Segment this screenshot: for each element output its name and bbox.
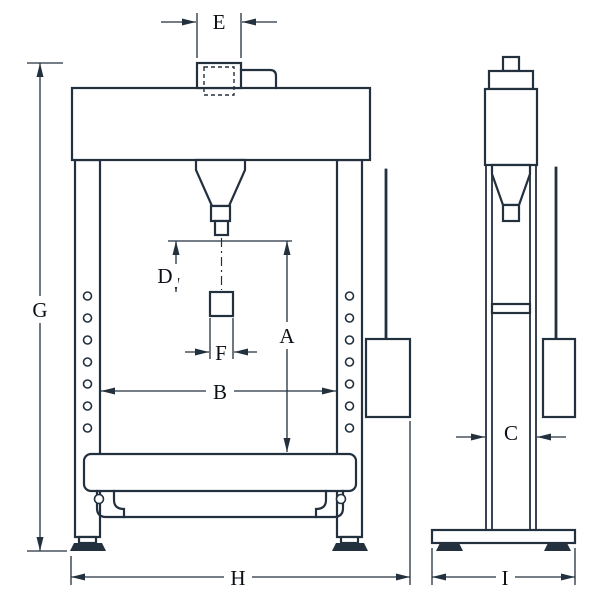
side-cylinder-knob <box>501 55 521 73</box>
dim-label-c: C <box>504 421 518 445</box>
cylinder-hose <box>239 68 278 90</box>
top-beam <box>70 86 372 162</box>
dimension-c: C <box>456 421 566 445</box>
side-base <box>430 528 577 545</box>
front-view <box>70 61 412 551</box>
pump-unit <box>364 337 412 419</box>
dim-label-e: E <box>213 10 226 34</box>
dimension-f: F <box>185 318 257 365</box>
dimension-i: I <box>431 548 576 591</box>
dimension-h: H <box>70 421 411 591</box>
right-column-holes <box>344 291 355 433</box>
side-ram-tip <box>501 203 521 223</box>
dim-label-g: G <box>32 298 47 322</box>
dimension-b: B <box>101 378 336 405</box>
side-cylinder-body <box>483 87 539 167</box>
side-legs <box>485 165 537 530</box>
dim-label-d: D <box>157 264 172 288</box>
dimension-e: E <box>161 8 277 58</box>
side-cylinder-cap <box>487 69 535 91</box>
cylinder-hidden-outline <box>203 66 235 96</box>
workpiece-block <box>208 290 235 318</box>
side-view <box>430 55 577 551</box>
dim-label-i: I <box>502 566 509 590</box>
side-cylinder-cone <box>490 163 532 207</box>
dim-label-a: A <box>279 324 295 348</box>
dim-label-h: H <box>230 566 245 590</box>
side-pump-unit <box>541 337 577 419</box>
cylinder-cone <box>194 158 247 208</box>
left-column-holes <box>82 291 93 433</box>
ram-tip <box>213 219 230 237</box>
front-feet <box>70 535 368 551</box>
dim-label-b: B <box>213 380 227 404</box>
ram-collar <box>209 204 232 223</box>
dimension-d: D <box>153 240 292 292</box>
dimension-a: A <box>274 241 300 452</box>
dimension-g: G <box>26 62 67 552</box>
dim-label-f: F <box>215 341 227 365</box>
side-feet <box>436 543 571 551</box>
work-table <box>82 452 358 493</box>
table-channel <box>93 489 347 519</box>
side-crossbar <box>490 302 532 315</box>
